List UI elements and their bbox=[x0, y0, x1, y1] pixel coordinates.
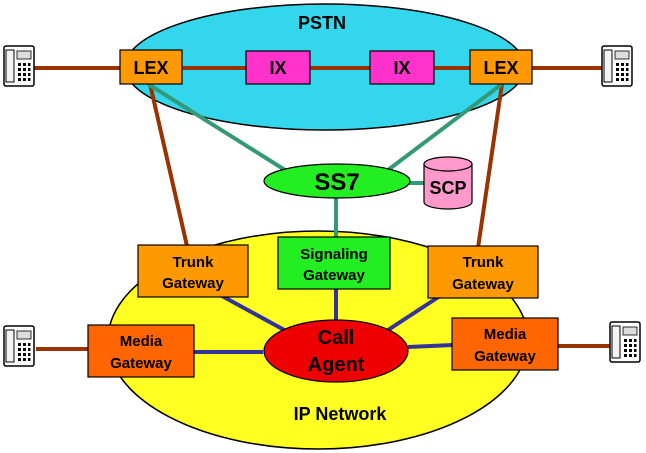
ix-right-node: IX bbox=[369, 50, 435, 85]
phone-icon-bottom-left bbox=[3, 325, 35, 367]
phone-icon-top-right bbox=[601, 45, 633, 87]
signaling-gateway-line1: Signaling bbox=[300, 246, 368, 263]
trunk-gateway-left-line2: Gateway bbox=[162, 275, 224, 292]
pstn-label: PSTN bbox=[298, 13, 346, 33]
scp-label: SCP bbox=[429, 178, 466, 198]
media-gateway-left-node: Media Gateway bbox=[87, 324, 195, 378]
media-gateway-left-line2: Gateway bbox=[110, 355, 172, 372]
ip-links bbox=[193, 289, 454, 354]
call-agent-line1: Call bbox=[318, 327, 355, 349]
ss7-node: SS7 bbox=[263, 163, 411, 199]
lex-right-label: LEX bbox=[483, 58, 518, 78]
ss7-label: SS7 bbox=[314, 169, 359, 196]
trunk-links bbox=[34, 66, 612, 351]
ix-left-label: IX bbox=[269, 58, 286, 78]
call-agent-line2: Agent bbox=[308, 354, 365, 376]
media-gateway-right-line2: Gateway bbox=[474, 348, 536, 365]
trunk-gateway-left-node: Trunk Gateway bbox=[137, 244, 249, 298]
lex-right-node: LEX bbox=[469, 49, 533, 85]
trunk-gateway-right-node: Trunk Gateway bbox=[427, 245, 539, 299]
trunk-gateway-right-line1: Trunk bbox=[463, 254, 504, 271]
phone-icon-bottom-right bbox=[609, 321, 641, 363]
ix-left-node: IX bbox=[245, 50, 311, 85]
ip-network-label: IP Network bbox=[294, 404, 388, 424]
signaling-gateway-node: Signaling Gateway bbox=[277, 236, 391, 290]
lex-left-node: LEX bbox=[119, 49, 183, 85]
media-gateway-right-line1: Media bbox=[484, 326, 527, 343]
phone-icon-top-left bbox=[3, 45, 35, 87]
scp-database-icon: SCP bbox=[423, 156, 473, 210]
signaling-links bbox=[146, 82, 504, 239]
media-gateway-right-node: Media Gateway bbox=[451, 317, 559, 371]
signaling-gateway-line2: Gateway bbox=[303, 267, 365, 284]
trunk-gateway-right-line2: Gateway bbox=[452, 276, 514, 293]
call-agent-node: Call Agent bbox=[263, 319, 409, 383]
trunk-gateway-left-line1: Trunk bbox=[173, 254, 214, 271]
lex-left-label: LEX bbox=[133, 58, 168, 78]
media-gateway-left-line1: Media bbox=[120, 333, 163, 350]
ix-right-label: IX bbox=[393, 58, 410, 78]
